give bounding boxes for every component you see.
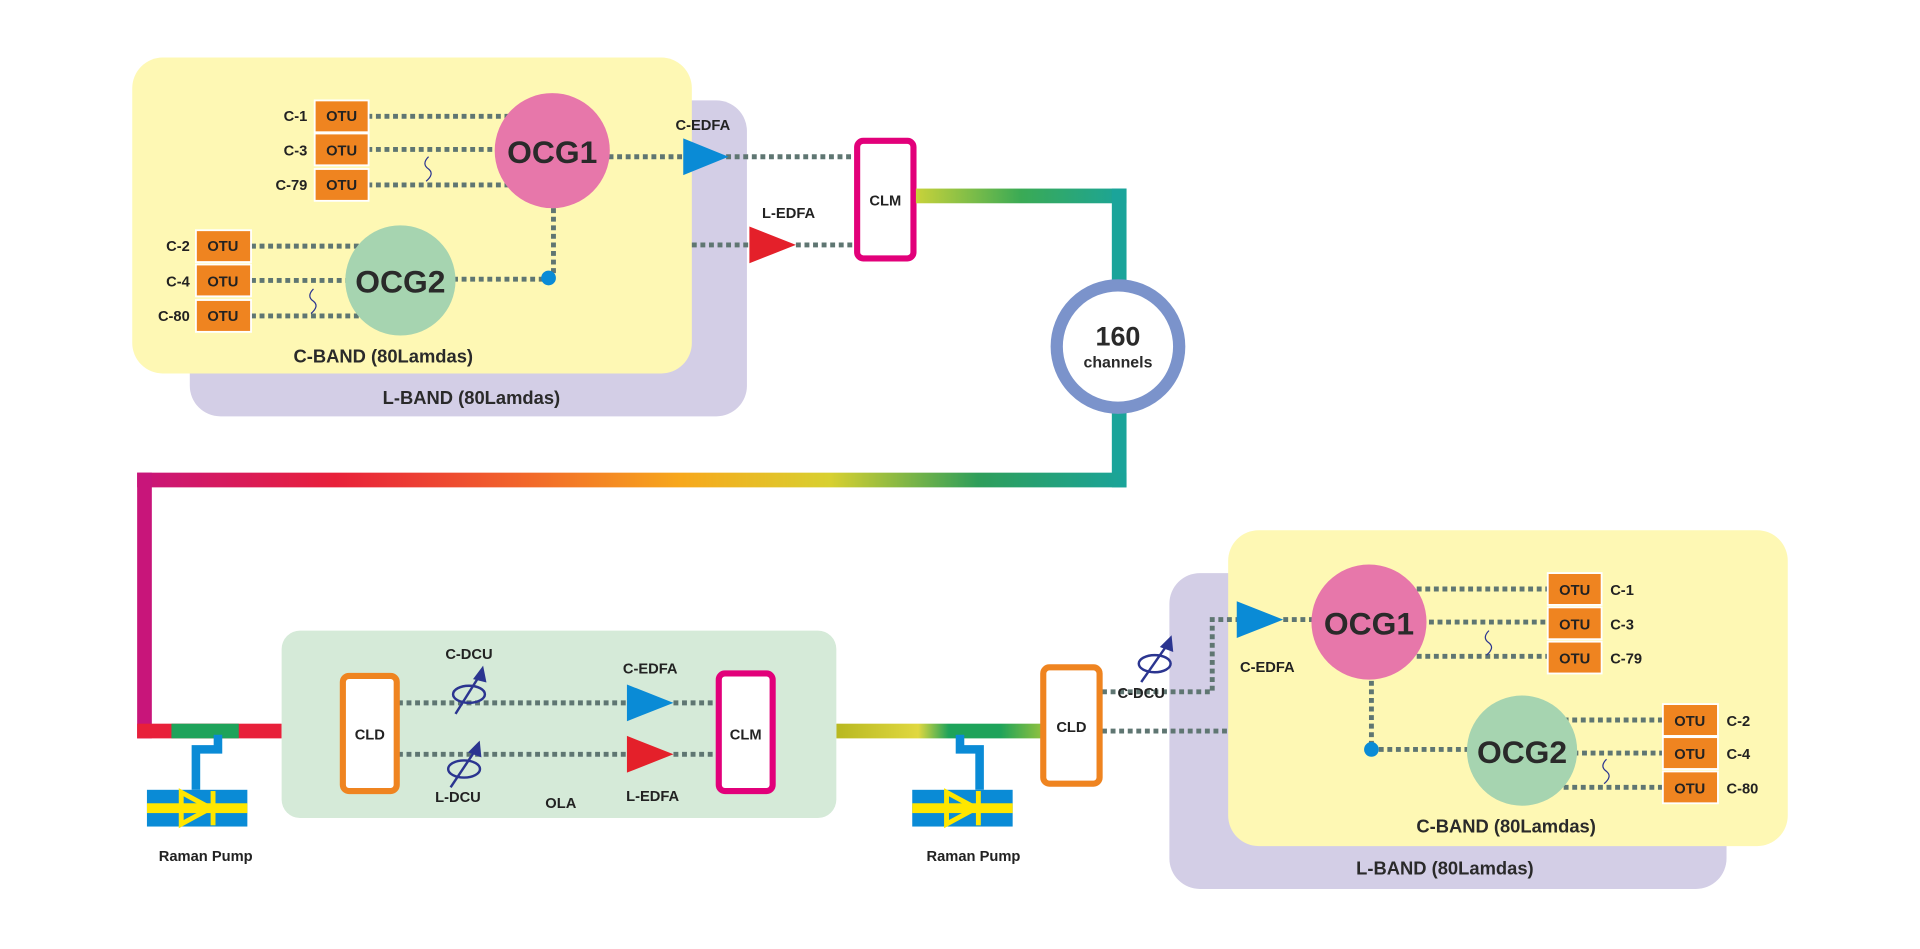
channel-label: C-1 (1610, 583, 1634, 599)
otu-label: OTU (1559, 583, 1590, 599)
l-dcu-icon (446, 740, 482, 789)
rx-l-band-label: L-BAND (80Lamdas) (1356, 857, 1534, 878)
ola-clm-label: CLM (730, 728, 762, 744)
otu-label: OTU (326, 178, 357, 194)
c-dcu-label: C-DCU (445, 647, 492, 663)
otu-label: OTU (207, 239, 238, 255)
ola-l-edfa-icon (626, 735, 674, 773)
channel-label: C-4 (1727, 747, 1751, 763)
rx-cld-box (1040, 664, 1103, 787)
rx-c-edfa-label: C-EDFA (1240, 660, 1295, 676)
rx-c-dcu-label: C-DCU (1118, 686, 1165, 702)
channel-ring (1050, 279, 1186, 414)
rx-c-edfa-icon (1236, 601, 1284, 638)
fiber-path (137, 188, 1127, 739)
tx-terminal: L-BAND (80Lamdas) C-BAND (80Lamdas) OTU … (132, 57, 917, 417)
rx-terminal: L-BAND (80Lamdas) C-BAND (80Lamdas) CLD … (1040, 530, 1788, 889)
c-edfa-label: C-EDFA (676, 118, 731, 134)
channel-label: C-2 (1727, 714, 1751, 730)
otu-label: OTU (1674, 714, 1705, 730)
otu-label: OTU (1559, 617, 1590, 633)
l-edfa-label: L-EDFA (762, 206, 815, 222)
otu-label: OTU (207, 309, 238, 325)
channel-label: C-79 (276, 178, 308, 194)
ola-label: OLA (545, 796, 576, 812)
channel-label: C-4 (166, 275, 190, 291)
rx-ocg1-label: OCG1 (1324, 605, 1414, 641)
ocg2-node (345, 225, 456, 336)
ola-site: CLD CLM C-DCU L-DCU C-EDFA L-EDFA OLA (281, 630, 837, 818)
channel-label: C-1 (284, 109, 308, 125)
ola-c-edfa-icon (626, 684, 674, 722)
coupler-dot (541, 270, 556, 286)
channel-label: C-80 (158, 309, 190, 325)
c-dcu-icon (451, 665, 487, 715)
clm-label: CLM (869, 194, 901, 210)
rx-ocg2-label: OCG2 (1477, 734, 1567, 770)
channel-label: C-3 (1610, 617, 1634, 633)
channel-label: C-3 (284, 144, 308, 160)
otu-label: OTU (1674, 747, 1705, 763)
ocg1-label: OCG1 (507, 134, 597, 170)
rx-c-band-label: C-BAND (80Lamdas) (1416, 816, 1596, 837)
rx-ocg1-node (1311, 564, 1427, 680)
rx-c-dcu-icon (1137, 635, 1174, 683)
channel-label: C-2 (166, 239, 190, 255)
channel-count: 160 (1095, 321, 1140, 351)
otu-label: OTU (326, 144, 357, 160)
otu-label: OTU (326, 109, 357, 125)
ocg1-node (494, 93, 610, 209)
l-dcu-label: L-DCU (435, 790, 481, 806)
raman-pump-right-label: Raman Pump (927, 849, 1021, 865)
clm-box (854, 137, 917, 262)
channel-unit: channels (1083, 354, 1152, 371)
raman-pump-left-label: Raman Pump (159, 849, 253, 865)
l-edfa-amplifier-icon (749, 226, 796, 264)
channel-label: C-80 (1727, 781, 1759, 797)
rx-ocg2-node (1466, 695, 1578, 806)
ola-cld-box (339, 672, 400, 795)
l-band-label: L-BAND (80Lamdas) (383, 387, 561, 408)
raman-pump-left-icon (146, 734, 248, 829)
ola-clm-box (715, 670, 776, 795)
otu-label: OTU (1674, 781, 1705, 797)
otu-label: OTU (1559, 652, 1590, 668)
ola-panel (281, 630, 837, 818)
otu-label: OTU (207, 275, 238, 291)
ola-cld-label: CLD (355, 728, 385, 744)
c-edfa-amplifier-icon (683, 138, 729, 176)
ola-l-edfa-label: L-EDFA (626, 789, 679, 805)
ola-c-edfa-label: C-EDFA (623, 661, 678, 677)
c-band-label: C-BAND (80Lamdas) (293, 345, 473, 366)
rx-cld-label: CLD (1056, 720, 1086, 736)
ocg2-label: OCG2 (355, 264, 445, 300)
channel-label: C-79 (1610, 652, 1642, 668)
rx-coupler-dot (1364, 742, 1379, 757)
raman-pump-right-icon (912, 734, 1013, 829)
